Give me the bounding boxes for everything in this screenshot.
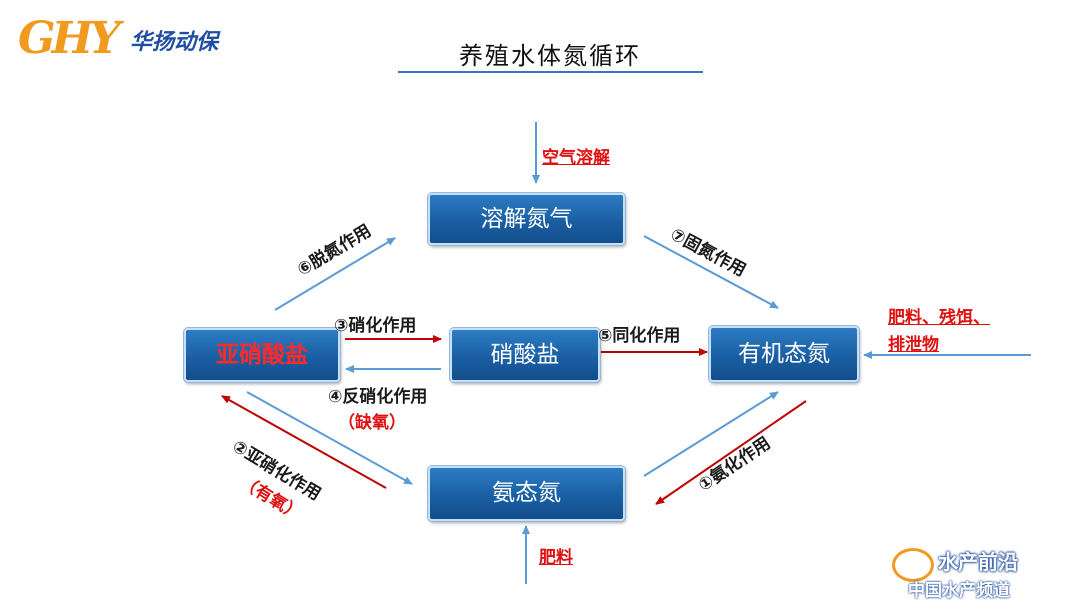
node-dissolved-nitrogen: 溶解氮气 [428, 193, 625, 245]
label-fertilizer: 肥料 [539, 548, 573, 568]
watermark-subtext: 中国水产频道 [908, 581, 1010, 601]
label-anoxic: （缺氧） [338, 413, 406, 433]
arrow-nitrite-to-n2 [274, 237, 396, 311]
node-ammonia-nitrogen-label: 氨态氮 [492, 480, 561, 506]
label-denitrification: ④反硝化作用 [328, 387, 428, 407]
node-nitrite: 亚硝酸盐 [184, 328, 340, 382]
label-nitrification: ③硝化作用 [334, 316, 417, 336]
label-inputs-line2: 排泄物 [888, 335, 939, 355]
node-nitrate: 硝酸盐 [450, 328, 600, 382]
node-nitrite-label: 亚硝酸盐 [216, 342, 308, 368]
watermark: 水产前沿 中国水产频道 [872, 540, 1072, 608]
label-inputs-line1: 肥料、残饵、 [888, 308, 990, 328]
arrow-n2-to-organic [643, 235, 779, 309]
node-nitrate-label: 硝酸盐 [490, 342, 560, 368]
company-logo: GHY 华扬动保 [18, 14, 258, 64]
arrow-organic-to-ammonia [655, 400, 807, 505]
arrow-ammonia-to-organic [643, 391, 779, 477]
node-dissolved-nitrogen-label: 溶解氮气 [480, 206, 573, 232]
label-assimilation: ⑤同化作用 [598, 326, 681, 346]
node-ammonia-nitrogen: 氨态氮 [428, 466, 625, 521]
watermark-text: 水产前沿 [938, 550, 1018, 574]
title-underline [398, 71, 703, 73]
logo-brand-name: 华扬动保 [130, 30, 219, 55]
node-organic-nitrogen: 有机态氮 [709, 326, 859, 382]
arrow-nitrite-to-ammonia [246, 391, 413, 485]
page-title: 养殖水体氮循环 [459, 42, 641, 70]
logo-letters: GHY [18, 13, 121, 64]
node-organic-nitrogen-label: 有机态氮 [738, 341, 830, 367]
wechat-icon [892, 548, 934, 582]
label-air-dissolve: 空气溶解 [542, 148, 610, 168]
arrow-ammonia-to-nitrite [221, 395, 387, 489]
